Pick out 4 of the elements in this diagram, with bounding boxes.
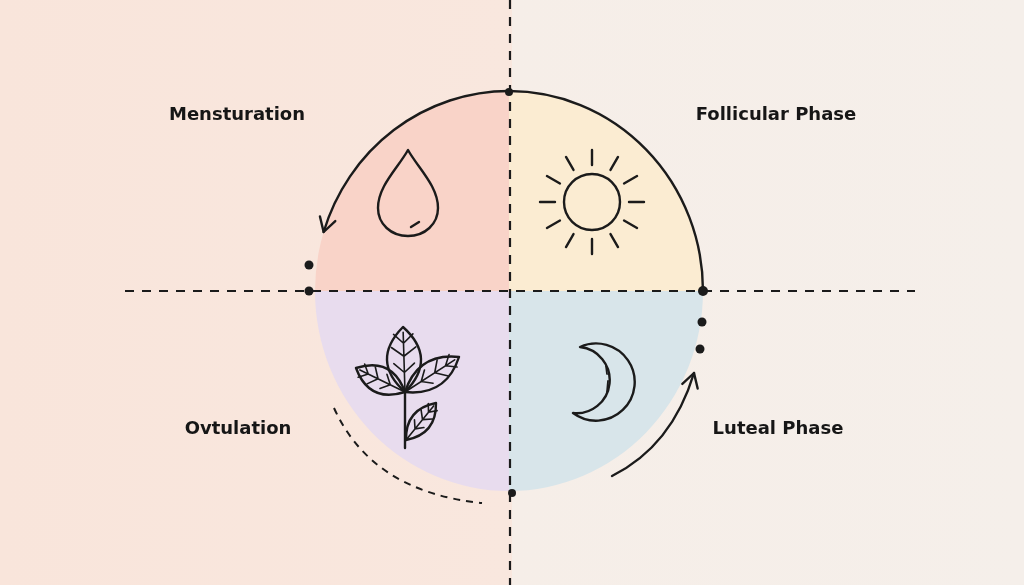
phase-label: Ovtulation (184, 417, 292, 439)
phase-label: Mensturation (169, 103, 305, 125)
phase-label: Follicular Phase (695, 103, 857, 125)
phase-label: Luteal Phase (712, 417, 844, 439)
